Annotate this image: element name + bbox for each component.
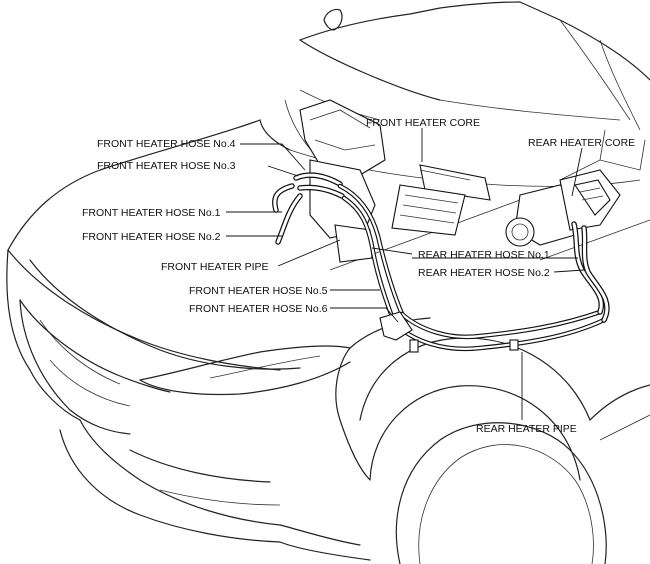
label-rear-heater-pipe: REAR HEATER PIPE — [476, 423, 577, 435]
label-front-heater-hose-1: FRONT HEATER HOSE No.1 — [82, 207, 221, 219]
label-rear-heater-hose-1: REAR HEATER HOSE No.1 — [418, 249, 550, 261]
label-front-heater-hose-2: FRONT HEATER HOSE No.2 — [82, 231, 221, 243]
label-front-heater-hose-6: FRONT HEATER HOSE No.6 — [189, 303, 328, 315]
label-front-heater-pipe: FRONT HEATER PIPE — [161, 261, 269, 273]
leader-lines — [226, 128, 585, 420]
label-front-heater-hose-5: FRONT HEATER HOSE No.5 — [189, 285, 328, 297]
label-front-heater-core: FRONT HEATER CORE — [366, 117, 480, 129]
front-heater-core — [391, 164, 491, 236]
label-front-heater-hose-3: FRONT HEATER HOSE No.3 — [97, 160, 236, 172]
vehicle-body — [6, 1, 650, 564]
label-rear-heater-core: REAR HEATER CORE — [528, 137, 635, 149]
callouts: FRONT HEATER CORE REAR HEATER CORE FRONT… — [82, 117, 635, 435]
rear-heater-unit — [505, 169, 621, 247]
label-front-heater-hose-4: FRONT HEATER HOSE No.4 — [97, 138, 236, 150]
label-rear-heater-hose-2: REAR HEATER HOSE No.2 — [418, 267, 550, 279]
